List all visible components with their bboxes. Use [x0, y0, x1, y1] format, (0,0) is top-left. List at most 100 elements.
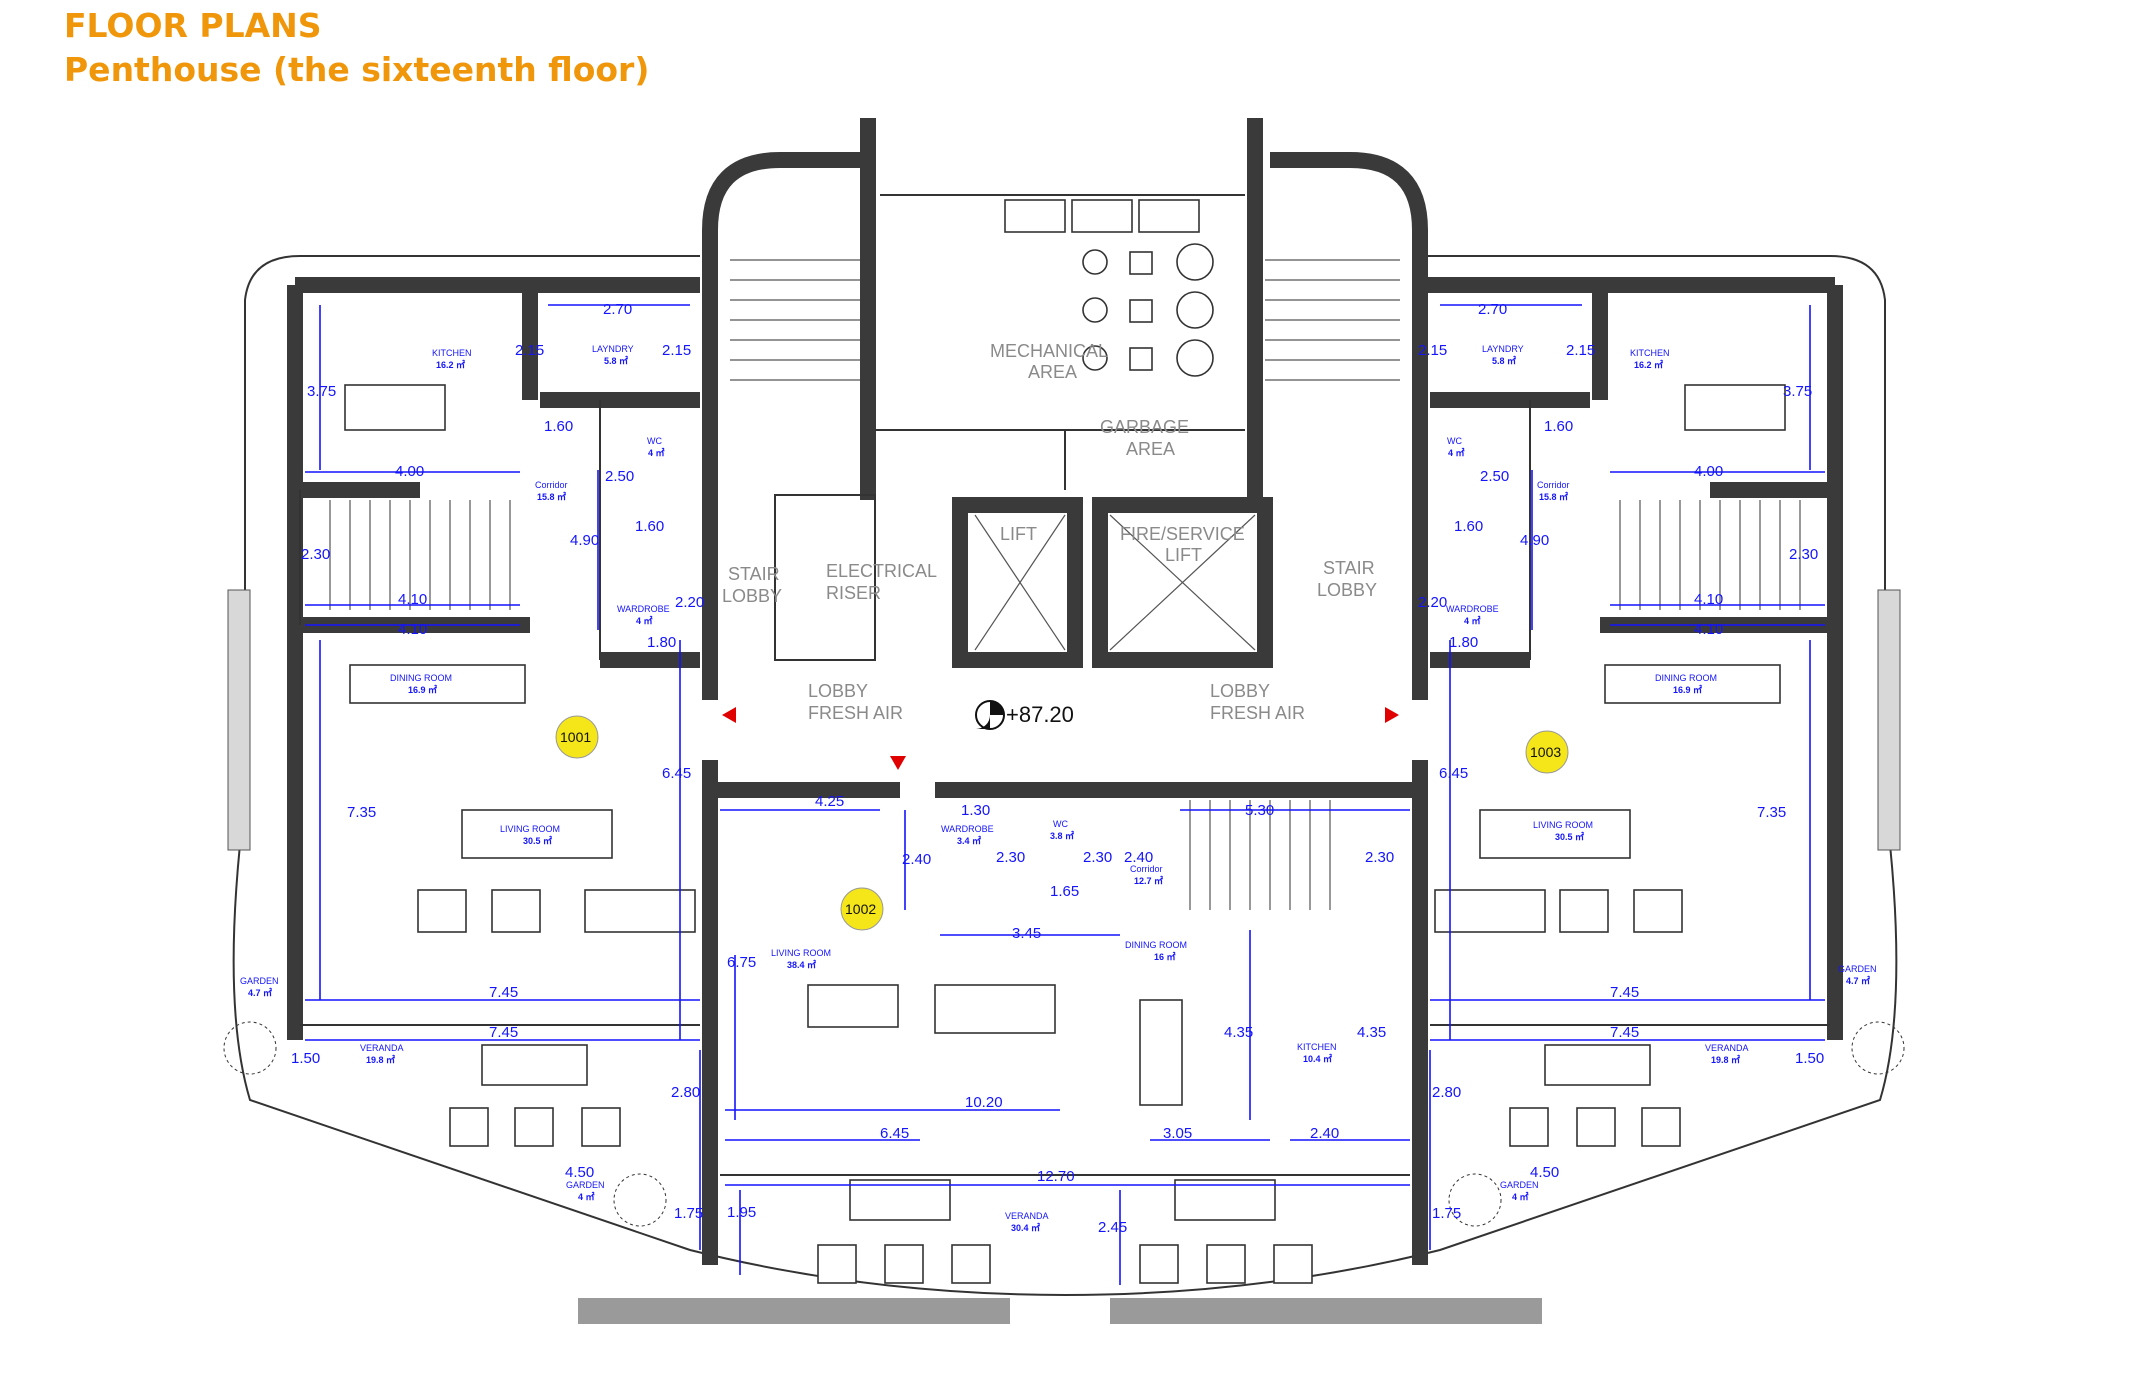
right-living-area: 30.5 ㎡ [1555, 831, 1584, 842]
right-garden-bottom-area: 4 ㎡ [1512, 1191, 1529, 1202]
dim-label: 2.50 [605, 468, 634, 485]
electrical-label: ELECTRICAL [826, 561, 937, 581]
lobby-left-2: FRESH AIR [808, 703, 903, 723]
left-kitchen-area: 16.2 ㎡ [436, 359, 465, 370]
center-dining-area: 16 ㎡ [1154, 951, 1176, 962]
right-dining-label: DINING ROOM [1655, 673, 1717, 683]
dim-label: 2.80 [671, 1084, 700, 1101]
dim-label: 6.45 [662, 765, 691, 782]
dim-label: 2.40 [1310, 1125, 1339, 1142]
center-veranda-area: 30.4 ㎡ [1011, 1222, 1040, 1233]
left-dining-label: DINING ROOM [390, 673, 452, 683]
center-living-area: 38.4 ㎡ [787, 959, 816, 970]
garden-plants [223, 1021, 1905, 1227]
left-wc-area: 4 ㎡ [648, 447, 665, 458]
dim-label: 2.30 [996, 849, 1025, 866]
dim-label: 4.50 [1530, 1164, 1559, 1181]
dim-label: 1.60 [635, 518, 664, 535]
right-garden-area: 4.7 ㎡ [1846, 975, 1870, 986]
page-title: FLOOR PLANS [64, 6, 322, 45]
dim-label: 4.10 [1694, 621, 1723, 638]
dim-label: 4.35 [1224, 1024, 1253, 1041]
dim-label: 1.95 [727, 1204, 756, 1221]
dim-label: 10.20 [965, 1094, 1003, 1111]
lobby-right: LOBBY [1210, 681, 1270, 701]
dim-label: 6.45 [1439, 765, 1468, 782]
left-veranda-area: 19.8 ㎡ [366, 1054, 395, 1065]
dim-label: 2.30 [1365, 849, 1394, 866]
center-living-label: LIVING ROOM [771, 948, 831, 958]
dim-label: 1.60 [1544, 418, 1573, 435]
unit-1001-label: 1001 [560, 729, 591, 745]
dimension-lines [305, 304, 1825, 1285]
right-garden-bottom-label: GARDEN [1500, 1180, 1539, 1190]
dim-label: 1.75 [674, 1205, 703, 1222]
dim-label: 4.00 [395, 463, 424, 480]
dim-label: 6.75 [727, 954, 756, 971]
dim-label: 1.60 [1454, 518, 1483, 535]
left-wardrobe-label: WARDROBE [617, 604, 670, 614]
dim-label: 6.45 [880, 1125, 909, 1142]
left-laundry-area: 5.8 ㎡ [604, 355, 628, 366]
dim-label: 1.80 [1449, 634, 1478, 651]
right-veranda-area: 19.8 ㎡ [1711, 1054, 1740, 1065]
fire-lift-label-2: LIFT [1165, 545, 1202, 565]
dim-label: 1.60 [544, 418, 573, 435]
left-wardrobe-area: 4 ㎡ [636, 615, 653, 626]
lobby-right-2: FRESH AIR [1210, 703, 1305, 723]
dim-label: 2.15 [1566, 342, 1595, 359]
right-dining-area: 16.9 ㎡ [1673, 684, 1702, 695]
page-subtitle: Penthouse (the sixteenth floor) [64, 50, 650, 89]
dim-label: 1.65 [1050, 883, 1079, 900]
dim-label: 2.20 [675, 594, 704, 611]
dim-label: 2.20 [1418, 594, 1447, 611]
dim-label: 7.45 [489, 984, 518, 1001]
center-dining-label: DINING ROOM [1125, 940, 1187, 950]
unit-1002-label: 1002 [845, 901, 876, 917]
dim-label: 1.75 [1432, 1205, 1461, 1222]
dim-label: 2.40 [1124, 849, 1153, 866]
left-laundry-label: LAYNDRY [592, 344, 634, 354]
dim-label: 1.50 [1795, 1050, 1824, 1067]
dim-label: 2.15 [1418, 342, 1447, 359]
dim-label: 4.10 [398, 591, 427, 608]
stair-lobby-left-2: LOBBY [722, 586, 782, 606]
red-arrows [722, 707, 1399, 770]
dim-label: 3.75 [307, 383, 336, 400]
left-veranda-label: VERANDA [360, 1043, 404, 1053]
left-dining-area: 16.9 ㎡ [408, 684, 437, 695]
left-living-label: LIVING ROOM [500, 824, 560, 834]
garbage-label: GARBAGE [1100, 417, 1189, 437]
dim-label: 7.35 [1757, 804, 1786, 821]
electrical-label-2: RISER [826, 583, 881, 603]
dim-label: 3.45 [1012, 925, 1041, 942]
center-corridor-area: 12.7 ㎡ [1134, 875, 1163, 886]
center-wardrobe-area: 3.4 ㎡ [957, 835, 981, 846]
stair-lobby-right: STAIR [1323, 558, 1375, 578]
dim-label: 1.30 [961, 802, 990, 819]
furniture [344, 384, 1786, 1284]
left-living-area: 30.5 ㎡ [523, 835, 552, 846]
dim-label: 4.00 [1694, 463, 1723, 480]
left-wc-label: WC [647, 436, 662, 446]
dim-label: 2.15 [662, 342, 691, 359]
right-kitchen-label: KITCHEN [1630, 348, 1670, 358]
dim-label: 2.30 [301, 546, 330, 563]
stair-lobby-right-2: LOBBY [1317, 580, 1377, 600]
dim-label: 2.45 [1098, 1219, 1127, 1236]
center-veranda-label: VERANDA [1005, 1211, 1049, 1221]
mechanical-label: MECHANICAL [990, 341, 1108, 361]
dim-label: 2.30 [1789, 546, 1818, 563]
right-wc-area: 4 ㎡ [1448, 447, 1465, 458]
left-garden-bottom-label: GARDEN [566, 1180, 605, 1190]
dim-label: 2.40 [902, 851, 931, 868]
dim-label: 5.30 [1245, 802, 1274, 819]
dim-label: 3.05 [1163, 1125, 1192, 1142]
left-kitchen-label: KITCHEN [432, 348, 472, 358]
dim-label: 4.90 [570, 532, 599, 549]
fire-lift-label: FIRE/SERVICE [1120, 524, 1245, 544]
dim-label: 7.45 [1610, 1024, 1639, 1041]
dim-label: 2.30 [1083, 849, 1112, 866]
right-living-label: LIVING ROOM [1533, 820, 1593, 830]
dim-label: 2.15 [515, 342, 544, 359]
